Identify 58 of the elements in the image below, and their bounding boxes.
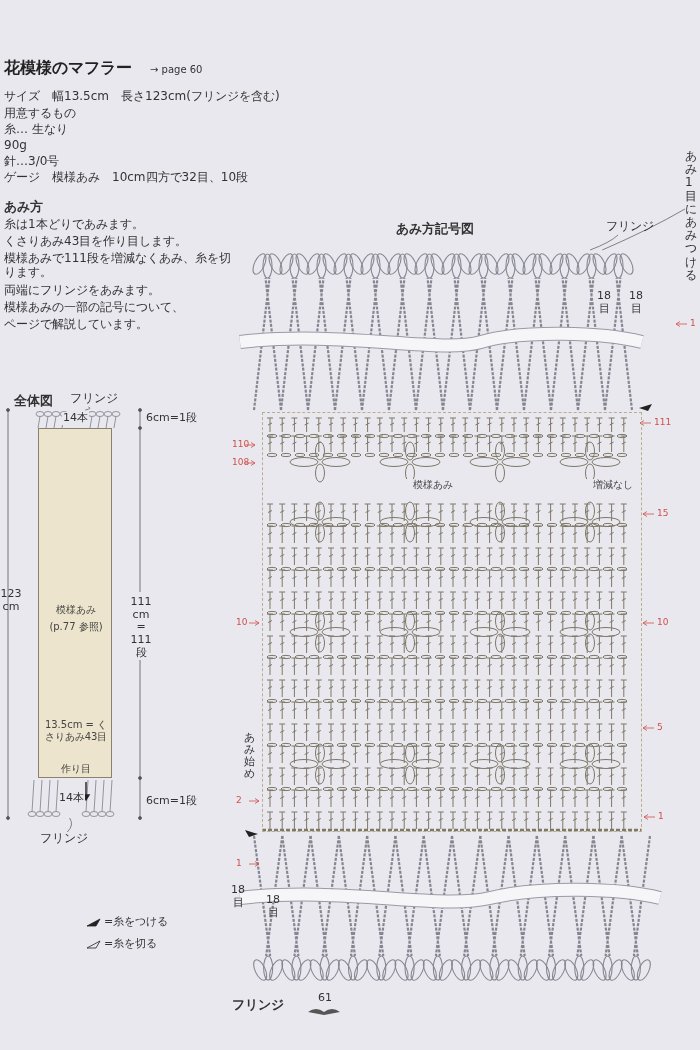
dimension-label: 6cm=1段 xyxy=(146,412,197,425)
note-text: 模様あみの一部の記号について、 xyxy=(4,301,184,315)
note-text: 糸… 生なり xyxy=(4,123,68,137)
node-text: 13.5cm = くさりあみ43目 xyxy=(43,719,109,743)
fringe-label: フリンジ xyxy=(40,832,88,846)
fringe-drawing xyxy=(239,253,644,412)
dimension-label: 18目 xyxy=(629,290,643,316)
note-text: くさりあみ43目を作り目します。 xyxy=(4,235,188,249)
row-number: 108 xyxy=(232,457,250,468)
leader-line xyxy=(601,208,686,251)
row-number: 10 xyxy=(236,617,248,628)
fringe-label: フリンジ xyxy=(606,220,654,234)
row-number: 110 xyxy=(232,439,250,450)
note-text: フリンジ xyxy=(232,998,284,1013)
dimension-label: 18目 xyxy=(597,290,611,316)
note-text: 針…3/0号 xyxy=(4,155,60,169)
title: 花模様のマフラー xyxy=(4,58,132,79)
dimension-label: 18目 xyxy=(231,884,245,910)
node-text: 模様あみ xyxy=(55,604,97,616)
node-text: (p.77 参照) xyxy=(48,621,104,633)
note-text: ページで解説しています。 xyxy=(4,318,148,332)
row-number: 2 xyxy=(236,795,242,806)
note-text: 両端にフリンジをあみます。 xyxy=(4,284,160,298)
row-number: 5 xyxy=(657,722,663,733)
leader-line xyxy=(66,817,72,833)
note-text: 用意するもの xyxy=(4,107,76,121)
page-number: 61 xyxy=(318,992,332,1005)
dimension-label: 14本 xyxy=(58,792,85,805)
note-text: → page 60 xyxy=(150,64,203,76)
dimension-label: 123 cm xyxy=(0,588,22,614)
row-number: 1 xyxy=(658,811,664,822)
note-text: 全体図 xyxy=(14,394,53,409)
row-number: 1 xyxy=(236,858,242,869)
note-text: あみ方記号図 xyxy=(396,222,474,237)
legend-text: =糸をつける xyxy=(104,914,169,929)
note-text: ゲージ 模様あみ 10cm四方で32目、10段 xyxy=(4,171,249,185)
fringe-label: フリンジ xyxy=(70,392,118,406)
dimension-label: 6cm=1段 xyxy=(146,795,197,808)
leader-line xyxy=(84,406,91,411)
note-text: 90g xyxy=(4,139,27,153)
fringe-label: あみ1目にあみつける xyxy=(685,150,697,282)
legend-text: =糸を切る xyxy=(104,936,158,951)
fringe-drawing xyxy=(27,779,115,817)
note-text: あみ方 xyxy=(4,200,43,215)
row-number: 15 xyxy=(657,508,669,519)
note-text: 模様あみで111段を増減なくあみ、糸を切ります。 xyxy=(4,252,232,280)
node-text: 作り目 xyxy=(60,763,92,775)
vertical-note: あみ始め xyxy=(244,732,255,781)
row-number: 10 xyxy=(657,617,669,628)
dimension-label: 18目 xyxy=(266,894,280,920)
scarf-body xyxy=(38,428,112,778)
leader-line xyxy=(589,234,619,251)
note-text: 糸は1本どりであみます。 xyxy=(4,218,144,232)
dimension-label: 14本 xyxy=(62,412,89,425)
note-text: サイズ 幅13.5cm 長さ123cm(フリンジを含む) xyxy=(4,90,280,104)
dimension-label: 111 cm = 111 段 xyxy=(130,596,152,660)
row-number: 1 xyxy=(690,318,696,329)
row-number: 111 xyxy=(654,417,672,428)
